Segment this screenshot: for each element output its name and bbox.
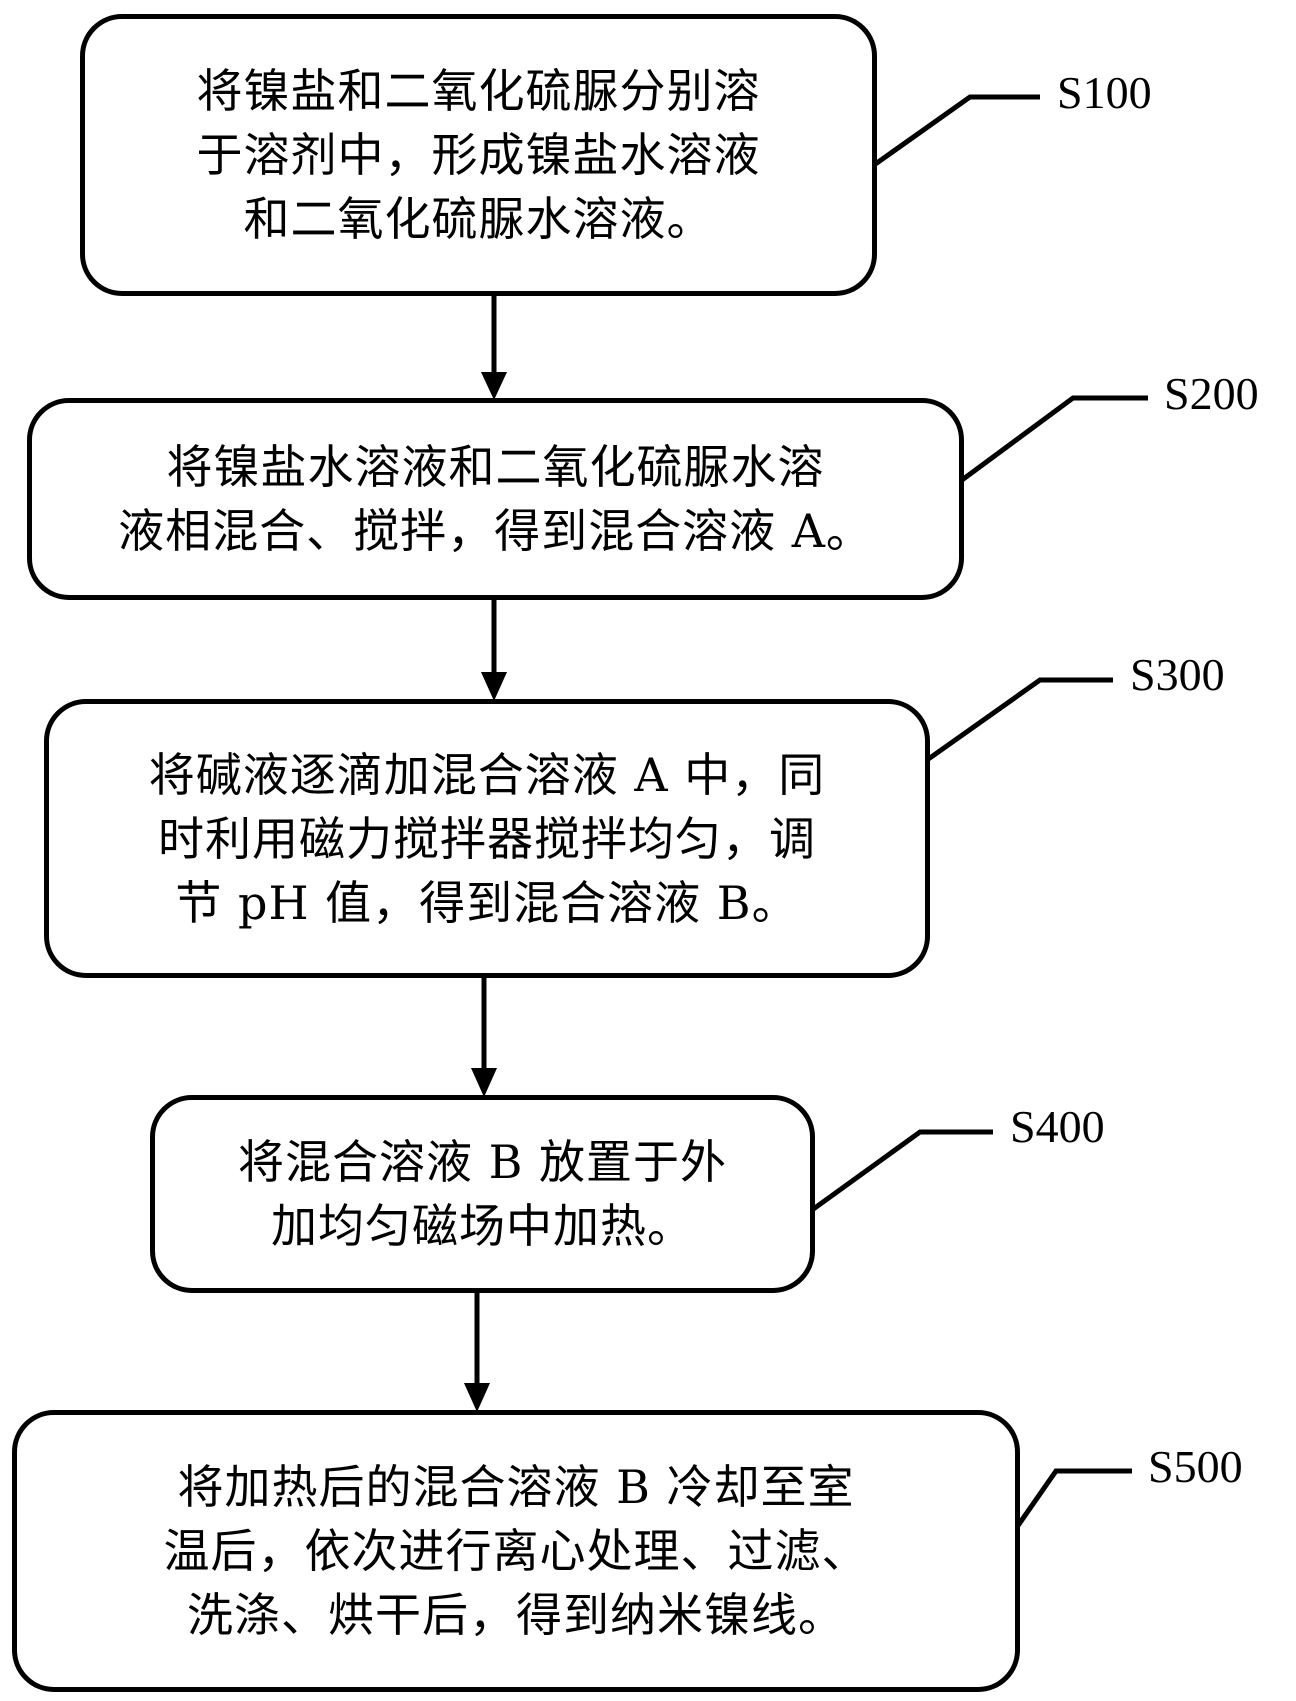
leader-s400	[810, 1129, 993, 1213]
step-text-s100: 将镍盐和二氧化硫脲分别溶 于溶剂中，形成镍盐水溶液 和二氧化硫脲水溶液。	[196, 64, 761, 246]
leader-s500	[1014, 1468, 1132, 1529]
leader-s300	[925, 677, 1113, 763]
step-box-s200: 将镍盐水溶液和二氧化硫脲水溶 液相混合、搅拌，得到混合溶液 A。	[27, 398, 964, 600]
step-text-s500: 将加热后的混合溶液 B 冷却至室 温后，依次进行离心处理、过滤、 洗涤、烘干后，…	[163, 1460, 869, 1642]
step-text-s400: 将混合溶液 B 放置于外 加均匀磁场中加热。	[237, 1135, 728, 1253]
step-label-s100: S100	[1057, 67, 1152, 118]
step-box-s100: 将镍盐和二氧化硫脲分别溶 于溶剂中，形成镍盐水溶液 和二氧化硫脲水溶液。	[80, 14, 877, 296]
step-label-s400: S400	[1010, 1101, 1105, 1152]
arrow-s300-s400	[471, 978, 497, 1097]
leader-s100	[872, 94, 1040, 168]
step-text-s300: 将碱液逐滴加混合溶液 A 中，同 时利用磁力搅拌器搅拌均匀，调 节 pH 值，得…	[148, 747, 826, 930]
leader-s200	[960, 395, 1148, 483]
arrow-s200-s300	[481, 600, 507, 701]
arrow-s100-s200	[481, 296, 507, 400]
arrow-s400-s500	[464, 1293, 490, 1412]
step-box-s300: 将碱液逐滴加混合溶液 A 中，同 时利用磁力搅拌器搅拌均匀，调 节 pH 值，得…	[44, 699, 930, 978]
step-text-s200: 将镍盐水溶液和二氧化硫脲水溶 液相混合、搅拌，得到混合溶液 A。	[118, 440, 873, 558]
step-label-s300: S300	[1130, 649, 1225, 700]
step-box-s400: 将混合溶液 B 放置于外 加均匀磁场中加热。	[150, 1095, 815, 1293]
step-box-s500: 将加热后的混合溶液 B 冷却至室 温后，依次进行离心处理、过滤、 洗涤、烘干后，…	[12, 1410, 1020, 1692]
step-label-s200: S200	[1164, 368, 1259, 419]
step-label-s500: S500	[1148, 1441, 1243, 1492]
